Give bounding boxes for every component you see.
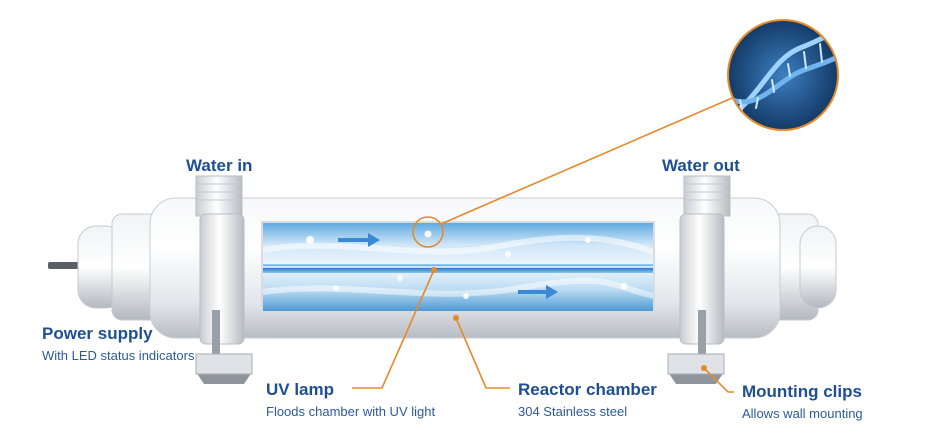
mounting-clips-title: Mounting clips	[742, 382, 862, 401]
water-in-port	[195, 175, 243, 217]
reactor-chamber-title: Reactor chamber	[518, 380, 657, 399]
arrow-right-icon	[338, 233, 380, 247]
mounting-clips-desc: Allows wall mounting	[742, 406, 863, 421]
water-out-port	[683, 175, 731, 217]
uv-lamp-tube	[262, 264, 654, 273]
water-in-label: Water in	[186, 156, 253, 175]
water-out-label: Water out	[662, 156, 740, 175]
dna-helix-icon	[727, 19, 839, 131]
power-supply-title: Power supply	[42, 324, 153, 343]
power-supply-desc: With LED status indicators	[42, 348, 195, 363]
right-mounting-clip	[667, 213, 725, 384]
zoom-callout-circle	[412, 216, 444, 248]
arrow-right-icon	[518, 285, 558, 299]
chamber-window	[261, 221, 655, 313]
reactor-chamber-desc: 304 Stainless steel	[518, 404, 628, 419]
uv-lamp-title: UV lamp	[266, 380, 335, 399]
callout-lines	[352, 97, 734, 393]
uv-lamp-desc: Floods chamber with UV light	[266, 404, 436, 419]
left-mounting-clip	[195, 213, 253, 384]
power-cable	[48, 262, 80, 269]
